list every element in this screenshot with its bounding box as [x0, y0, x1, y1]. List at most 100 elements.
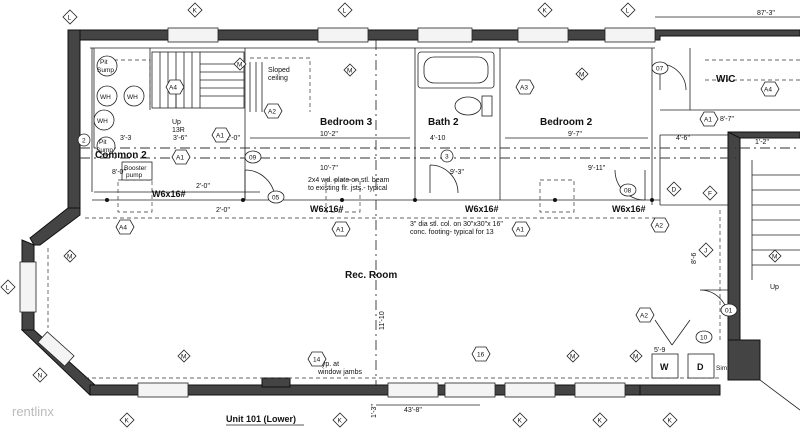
sump-lower-icon — [96, 136, 116, 156]
tag-a4: A4 — [115, 219, 135, 235]
washer-icon — [651, 353, 679, 379]
tag-j: J — [698, 242, 714, 258]
booster-pump-icon — [121, 161, 153, 181]
svg-text:K: K — [668, 418, 673, 425]
svg-text:M: M — [633, 354, 638, 361]
grid-marker-m: M — [566, 349, 580, 363]
grid-marker-m: M — [63, 249, 77, 263]
svg-text:A2: A2 — [655, 223, 663, 230]
toilet-icon — [454, 96, 482, 116]
svg-text:07: 07 — [656, 66, 664, 73]
room-bath-2: Bath 2 — [428, 117, 459, 128]
booster-label-2: pump — [126, 172, 143, 179]
grid-marker-m: M — [343, 63, 357, 77]
svg-text:D: D — [672, 187, 677, 194]
wall-left-upper — [67, 29, 81, 209]
svg-text:09: 09 — [249, 155, 257, 162]
ceiling-label: ceiling — [268, 75, 288, 82]
footing — [117, 179, 153, 213]
note-column-2: conc. footing- typical for 13 — [410, 229, 494, 236]
grid-marker-m: M — [177, 349, 191, 363]
wall-bottom-notch — [261, 377, 291, 388]
dim-d3: 2'-0" — [226, 135, 240, 142]
dim-d8: 1'-2" — [755, 139, 769, 146]
grid-marker-l: L — [0, 279, 16, 295]
window — [417, 27, 473, 43]
svg-text:L: L — [6, 285, 10, 292]
note-column: 3" dia stl. col. on 30"x30"x 16" — [410, 221, 503, 228]
tag-16: 16 — [471, 346, 491, 362]
dryer-label: D — [697, 362, 704, 372]
fixtures: Pit Sump WH WH WH Pit Sump Booster pump … — [93, 51, 729, 379]
window — [19, 261, 37, 313]
svg-text:A1: A1 — [216, 133, 224, 140]
window — [517, 27, 569, 43]
watermark: rentlinx — [12, 404, 54, 419]
svg-text:M: M — [570, 354, 575, 361]
note-jamb-2: window jambs — [317, 369, 362, 376]
column-dot — [650, 198, 654, 202]
svg-text:A2: A2 — [268, 109, 276, 116]
room-wic: WIC — [716, 74, 735, 85]
tag-a1: A1 — [699, 111, 719, 127]
svg-text:L: L — [68, 15, 72, 22]
wall-left-bottom-chamfer — [20, 329, 96, 396]
svg-text:N: N — [38, 373, 43, 380]
window — [504, 382, 556, 398]
tag-07: 07 — [651, 61, 669, 75]
svg-text:A1: A1 — [704, 117, 712, 124]
stair: Up 13R Up — [151, 51, 800, 291]
door-swing — [429, 164, 459, 194]
note-jamb: Typ. at — [318, 361, 339, 368]
tag-10: 10 — [695, 330, 713, 344]
svg-text:14: 14 — [313, 357, 321, 364]
stair-up-right-label: Up — [770, 284, 779, 291]
sloped-label: Sloped — [268, 67, 290, 74]
tag-a4: A4 — [760, 81, 780, 97]
dim-bed3-lower: 10'-7" — [320, 165, 338, 172]
beam-label: W6x16# — [465, 204, 499, 214]
tag-a1: A1 — [171, 149, 191, 165]
svg-text:M: M — [67, 254, 72, 261]
grid-marker-l: L — [337, 2, 353, 18]
grid-marker-m: M — [575, 67, 589, 81]
slope-hatch — [249, 62, 263, 112]
column-dot — [241, 198, 245, 202]
svg-text:08: 08 — [624, 188, 632, 195]
wall-top-right — [654, 29, 800, 41]
beam-label: W6x16# — [310, 204, 344, 214]
grid-marker-l: L — [620, 2, 636, 18]
svg-text:M: M — [237, 62, 242, 69]
dim-bed2-width: 9'-7" — [568, 131, 582, 138]
tag-a1: A1 — [331, 221, 351, 237]
sump-pit-label-2: Sump — [97, 67, 114, 74]
svg-text:A4: A4 — [119, 225, 127, 232]
hidden-line — [100, 59, 151, 105]
svg-text:3: 3 — [445, 154, 449, 161]
svg-text:L: L — [343, 8, 347, 15]
water-heater-label: WH — [100, 94, 111, 101]
dim-d12: 11'-10 — [379, 311, 386, 330]
column-dot — [105, 198, 109, 202]
dim-bed3-width: 10'-2" — [320, 131, 338, 138]
grid-marker-k: K — [119, 412, 135, 428]
column-dot — [553, 198, 557, 202]
window — [37, 331, 75, 367]
svg-text:L: L — [626, 8, 630, 15]
site-line — [759, 379, 800, 411]
dim-d11: 8'-6 — [691, 252, 698, 264]
stair-up-label: Up — [172, 119, 181, 126]
tag-a4: A4 — [165, 79, 185, 95]
window — [167, 27, 219, 43]
column-dot — [340, 198, 344, 202]
grid-marker-m: M — [233, 57, 247, 71]
window — [444, 382, 496, 398]
svg-text:A3: A3 — [520, 85, 528, 92]
wall-bottom-right — [639, 384, 721, 396]
dim-d5: 8'-0" — [112, 169, 126, 176]
svg-text:A1: A1 — [176, 155, 184, 162]
svg-text:A1: A1 — [516, 227, 524, 234]
svg-text:K: K — [193, 8, 198, 15]
svg-text:2: 2 — [82, 138, 86, 145]
tag-a1: A1 — [511, 221, 531, 237]
